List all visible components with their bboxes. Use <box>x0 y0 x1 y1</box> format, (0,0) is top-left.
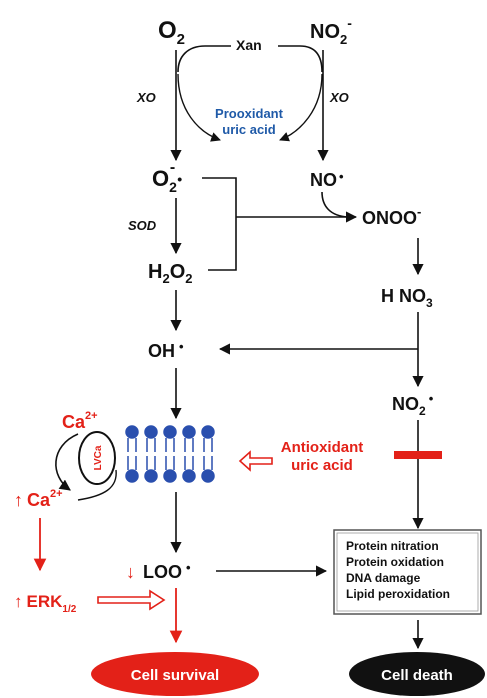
antioxidant-label-1: Antioxidant <box>281 439 364 456</box>
xan-connector-right <box>278 45 323 73</box>
nitric-oxide-label: NO• <box>310 169 344 190</box>
antioxidant-hollow-arrow <box>238 450 273 472</box>
prooxidant-label-2: uric acid <box>222 122 276 137</box>
sod-label: SOD <box>128 218 157 233</box>
damage-item-1: Protein nitration <box>346 539 439 553</box>
hydroxyl-label: OH• <box>148 339 184 361</box>
no-to-peroxynitrite-curve <box>321 191 349 218</box>
antioxidant-label-2: uric acid <box>291 457 353 474</box>
xan-connector-left <box>177 45 231 73</box>
h2o2-label: H2O2 <box>148 261 192 286</box>
erk-label: ↑ERK1/2 <box>14 592 77 615</box>
superoxide-label: O2-• <box>152 159 182 195</box>
xo-left-label: XO <box>136 90 156 105</box>
no2-radical-label: NO2• <box>392 391 434 418</box>
lvca-channel <box>78 431 116 485</box>
damage-box <box>333 529 482 615</box>
cell-death-node <box>349 652 485 696</box>
cell-survival-node <box>91 652 259 696</box>
cell-survival-label: Cell survival <box>131 667 219 684</box>
calcium-bottom-label: ↑Ca2+ <box>14 488 63 510</box>
damage-item-4: Lipid peroxidation <box>346 587 450 601</box>
lipid-bilayer <box>125 425 215 483</box>
bracket-connector <box>202 177 237 271</box>
lvca-label: LVCa <box>93 445 104 470</box>
nitrite-label: NO2- <box>310 15 352 47</box>
xo-left-curve <box>177 73 221 142</box>
loo-label: ↓LOO• <box>126 560 191 582</box>
damage-item-2: Protein oxidation <box>346 555 444 569</box>
xo-right-label: XO <box>329 90 349 105</box>
calcium-top-label: Ca2+ <box>62 410 98 432</box>
inhibition-bar <box>394 451 442 459</box>
cell-death-label: Cell death <box>381 667 453 684</box>
calcium-channel-arrow <box>77 469 117 501</box>
hno3-label: H NO3 <box>381 286 433 310</box>
xo-right-curve <box>279 73 323 142</box>
damage-box-inner <box>336 532 479 612</box>
calcium-influx-arrow <box>55 433 79 491</box>
peroxynitrite-label: ONOO- <box>362 204 421 228</box>
erk-hollow-arrow <box>97 589 166 611</box>
o2-label: O2 <box>158 17 185 48</box>
xan-label: Xan <box>236 37 262 53</box>
damage-item-3: DNA damage <box>346 571 421 585</box>
prooxidant-label-1: Prooxidant <box>215 106 284 121</box>
